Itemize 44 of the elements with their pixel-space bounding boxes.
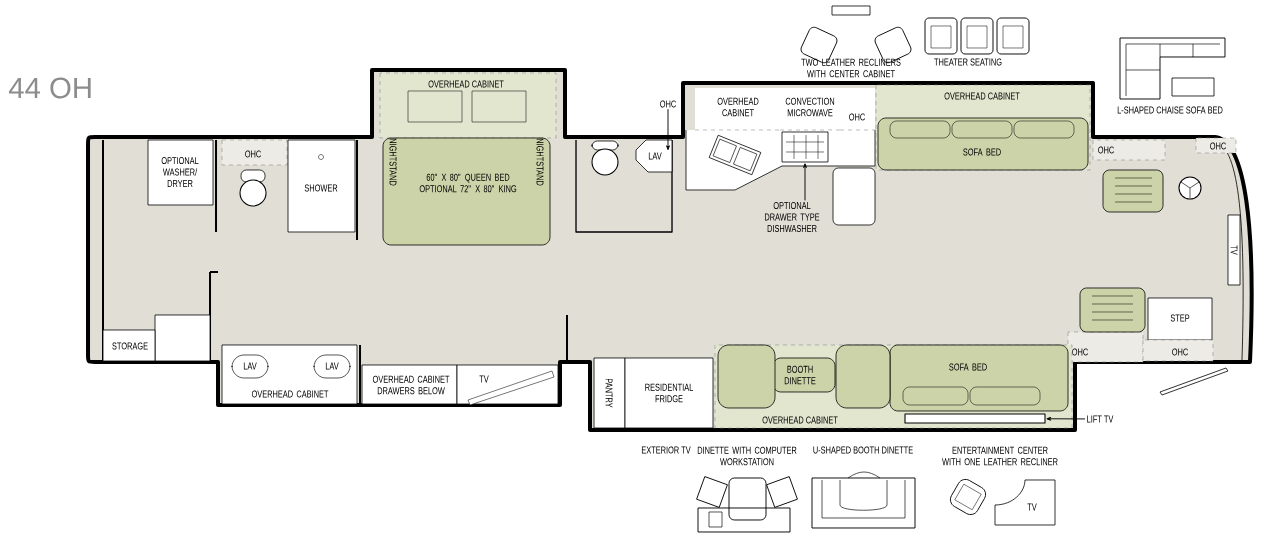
node-label: OVERHEAD CABINET [717, 97, 759, 117]
caption: EXTERIOR TV [641, 446, 691, 454]
node-label: OHC [849, 113, 865, 121]
leader-arrow [803, 163, 807, 201]
caption: DINETTE WITH COMPUTER WORKSTATION [697, 446, 797, 466]
caption: L-SHAPED CHAISE SOFA BED [1117, 106, 1223, 114]
caption: THEATER SEATING [934, 58, 1002, 66]
pantry-cabinet: PANTRY [593, 357, 626, 429]
callout-label: OHC [660, 100, 676, 108]
tv-cabinet: TV [994, 479, 1056, 526]
leader-arrow [1046, 416, 1086, 421]
sofa: SOFA BED [877, 117, 1089, 171]
cabinet-area: OHC [1142, 339, 1214, 362]
dishwasher [781, 131, 829, 163]
washer-dryer-cabinet: OPTIONAL WASHER/ DRYER [147, 139, 214, 206]
lavatory-sink: LAV [231, 354, 269, 379]
bedroom-slide-out: OVERHEAD CABINET [379, 72, 557, 139]
shower-stall: SHOWER [287, 139, 356, 233]
cabinet-area: OHC [1067, 331, 1144, 363]
cabinet-area: CONVECTION MICROWAVE [779, 88, 841, 131]
callout-label: LIFT TV [1087, 415, 1114, 423]
booth-table: BOOTH DINETTE [772, 357, 836, 393]
tv-screen: TV [1227, 214, 1241, 286]
storage-cabinet: STORAGE [102, 329, 156, 362]
caption: U-SHAPED BOOTH DINETTE [813, 446, 913, 454]
nightstand-label: NIGHTSTAND [536, 138, 544, 186]
cabinet-area: OVERHEAD CABINET [694, 88, 781, 131]
cabinet-area: OHC [839, 88, 876, 131]
leader-arrow [666, 108, 670, 151]
cabinet-area: OVERHEAD CABINET DRAWERS BELOW [361, 364, 458, 405]
caption: ENTERTAINMENT CENTER WITH ONE LEATHER RECLINER [942, 446, 1058, 466]
caption: TWO LEATHER RECLINERS WITH CENTER CABINET [801, 58, 901, 78]
node-label: CONVECTION MICROWAVE [785, 97, 835, 117]
sofa: SOFA BED [889, 344, 1069, 412]
title: 44 OH [8, 77, 91, 99]
nightstand-label: NIGHTSTAND [389, 138, 397, 186]
tv-cabinet: TV [456, 364, 559, 406]
entry-step: STEP [1147, 297, 1213, 341]
lavatory-sink: LAV [313, 354, 351, 379]
cabinet-area: OHC [1195, 137, 1237, 154]
lift-tv [904, 413, 1046, 424]
cabinet-area: OHC [1092, 139, 1166, 161]
callout-label: OPTIONAL DRAWER TYPE DISHWASHER [765, 202, 820, 232]
cabinet-area: OHC [221, 139, 288, 166]
